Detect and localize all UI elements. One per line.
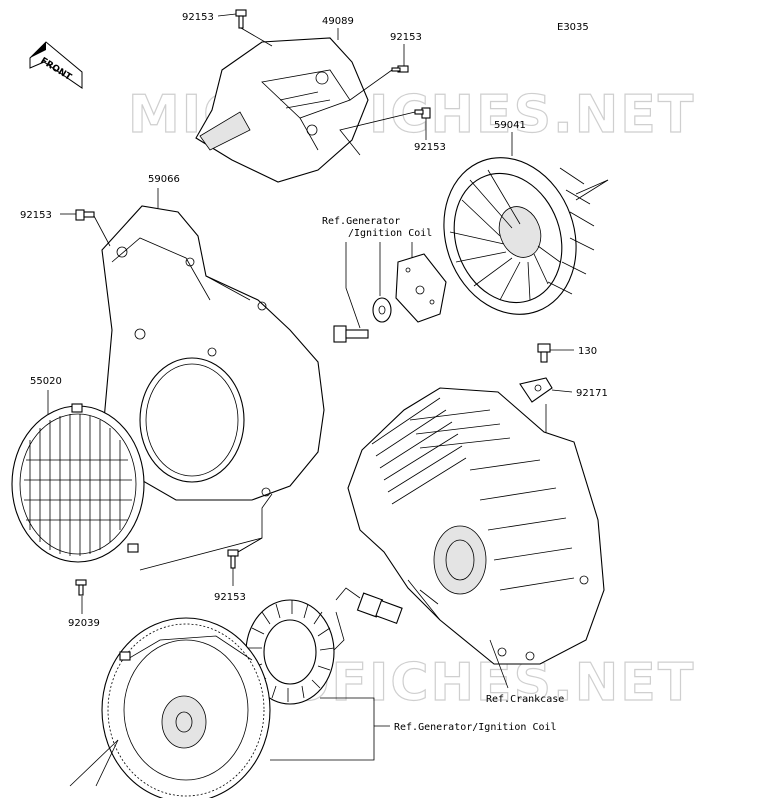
- ref-generator-top-2: /Ignition Coil: [348, 228, 432, 239]
- ref-crankcase: Ref.Crankcase: [486, 694, 564, 705]
- screen-55020: [11, 403, 145, 563]
- label-55020: 55020: [30, 376, 62, 387]
- bolt-icon: [235, 9, 247, 29]
- label-92153-cover-right: 92153: [414, 142, 446, 153]
- screw-icon: [75, 579, 87, 596]
- bolt-icon: [333, 325, 369, 343]
- flywheel: [101, 617, 271, 798]
- diagram-code: E3035: [557, 22, 589, 33]
- label-92153-top-left: 92153: [182, 12, 214, 23]
- bolt-icon: [537, 343, 551, 363]
- label-130: 130: [578, 346, 597, 357]
- cover-49089: [195, 37, 369, 183]
- bolt-icon: [227, 549, 239, 569]
- ref-generator-bottom: Ref.Generator/Ignition Coil: [394, 722, 557, 733]
- fan-59041: [443, 157, 595, 315]
- ignition-plate: [395, 253, 447, 323]
- front-arrow-icon: FRONT: [29, 41, 83, 89]
- bolt-icon: [75, 209, 95, 221]
- bolt-icon: [391, 65, 409, 73]
- label-92039: 92039: [68, 618, 100, 629]
- label-92153-lower: 92153: [214, 592, 246, 603]
- ref-generator-top: Ref.Generator: [322, 216, 400, 227]
- clamp-92171: [519, 377, 553, 403]
- stator: [245, 599, 335, 705]
- label-92171: 92171: [576, 388, 608, 399]
- label-59066: 59066: [148, 174, 180, 185]
- label-92153-top-right: 92153: [390, 32, 422, 43]
- shroud-59066: [101, 205, 325, 501]
- washer-icon: [372, 297, 392, 323]
- label-49089: 49089: [322, 16, 354, 27]
- label-92153-shroud: 92153: [20, 210, 52, 221]
- label-59041: 59041: [494, 120, 526, 131]
- connector-icon: [356, 592, 403, 624]
- engine-crankcase: [347, 387, 605, 665]
